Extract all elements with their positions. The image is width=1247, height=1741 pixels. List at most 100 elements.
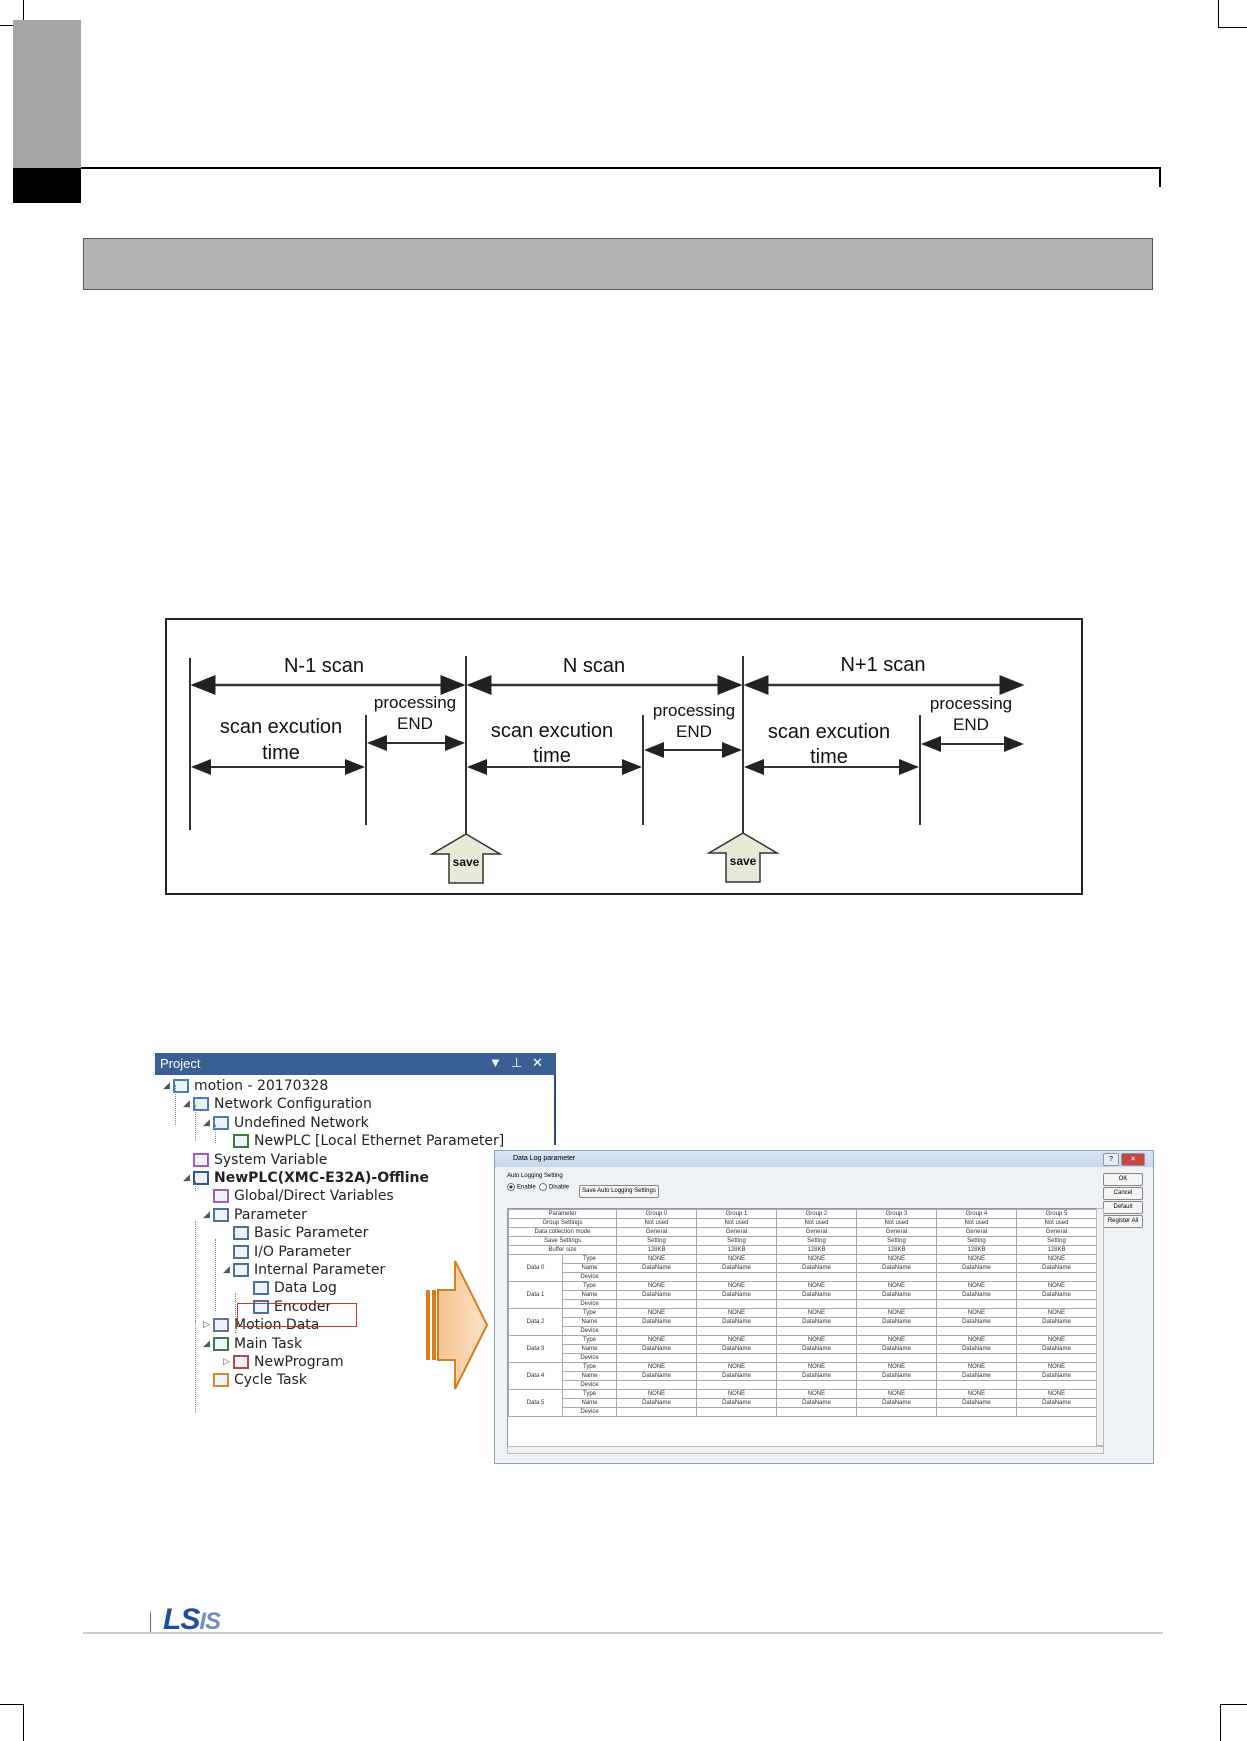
table-cell[interactable]: NONE [855, 1281, 937, 1291]
table-cell[interactable]: DataName [775, 1290, 857, 1300]
table-cell[interactable]: NONE [696, 1308, 777, 1318]
table-cell[interactable] [855, 1407, 937, 1417]
table-cell[interactable]: NONE [935, 1281, 1017, 1291]
table-cell[interactable] [696, 1272, 777, 1282]
expand-toggle-icon[interactable]: ◢ [203, 1117, 210, 1128]
table-cell[interactable] [616, 1407, 697, 1417]
table-cell[interactable]: General [855, 1227, 937, 1237]
table-cell[interactable] [855, 1353, 937, 1363]
table-cell[interactable]: NONE [1015, 1362, 1097, 1372]
table-cell[interactable]: DataName [775, 1344, 857, 1354]
table-cell[interactable]: DataName [935, 1263, 1017, 1273]
table-cell[interactable] [935, 1326, 1017, 1336]
table-cell[interactable]: DataName [775, 1317, 857, 1327]
table-cell[interactable]: Setting [935, 1236, 1017, 1246]
table-cell[interactable]: General [1015, 1227, 1097, 1237]
table-cell[interactable]: 128KB [855, 1245, 937, 1255]
table-cell[interactable]: NONE [935, 1389, 1017, 1399]
table-cell[interactable]: NONE [616, 1335, 697, 1345]
table-cell[interactable] [855, 1299, 937, 1309]
table-cell[interactable]: DataName [855, 1344, 937, 1354]
table-cell[interactable] [696, 1353, 777, 1363]
tree-item[interactable]: NewPLC [Local Ethernet Parameter] [223, 1131, 504, 1151]
table-cell[interactable]: NONE [855, 1254, 937, 1264]
vertical-scrollbar[interactable] [1096, 1208, 1104, 1446]
expand-toggle-icon[interactable]: ◢ [163, 1081, 170, 1091]
table-cell[interactable]: General [616, 1227, 697, 1237]
table-cell[interactable]: NONE [1015, 1335, 1097, 1345]
table-cell[interactable]: NONE [775, 1308, 857, 1318]
table-cell[interactable] [775, 1380, 857, 1390]
tree-item[interactable]: ◢Internal Parameter [223, 1260, 385, 1280]
table-cell[interactable]: DataName [616, 1263, 697, 1273]
table-cell[interactable]: NONE [775, 1389, 857, 1399]
table-cell[interactable]: NONE [935, 1254, 1017, 1264]
table-cell[interactable] [775, 1299, 857, 1309]
table-cell[interactable]: DataName [616, 1290, 697, 1300]
table-cell[interactable] [696, 1326, 777, 1336]
table-cell[interactable]: Not used [855, 1218, 937, 1228]
table-cell[interactable]: NONE [696, 1335, 777, 1345]
expand-toggle-icon[interactable]: ▷ [223, 1357, 230, 1367]
table-cell[interactable]: NONE [855, 1389, 937, 1399]
table-cell[interactable]: DataName [935, 1290, 1017, 1300]
table-cell[interactable] [775, 1353, 857, 1363]
table-cell[interactable] [935, 1299, 1017, 1309]
table-cell[interactable]: 128KB [1015, 1245, 1097, 1255]
table-cell[interactable]: DataName [1015, 1317, 1097, 1327]
table-cell[interactable]: NONE [775, 1281, 857, 1291]
table-cell[interactable]: DataName [696, 1263, 777, 1273]
ok-button[interactable]: OK [1103, 1173, 1143, 1186]
register-all-button[interactable]: Register All [1103, 1215, 1143, 1228]
expand-toggle-icon[interactable]: ◢ [183, 1099, 190, 1110]
table-cell[interactable]: NONE [616, 1281, 697, 1291]
table-cell[interactable]: DataName [855, 1263, 937, 1273]
table-cell[interactable]: NONE [1015, 1308, 1097, 1318]
tree-item[interactable]: ◢Network Configuration [183, 1094, 372, 1114]
table-cell[interactable]: General [935, 1227, 1017, 1237]
table-cell[interactable] [616, 1326, 697, 1336]
table-cell[interactable] [1015, 1353, 1097, 1363]
table-cell[interactable]: DataName [616, 1317, 697, 1327]
table-cell[interactable]: Setting [616, 1236, 697, 1246]
table-cell[interactable] [775, 1326, 857, 1336]
table-cell[interactable]: NONE [935, 1308, 1017, 1318]
table-cell[interactable]: NONE [616, 1254, 697, 1264]
table-cell[interactable]: NONE [616, 1362, 697, 1372]
table-cell[interactable] [616, 1353, 697, 1363]
tree-item[interactable]: I/O Parameter [223, 1242, 351, 1262]
save-auto-logging-button[interactable]: Save Auto Logging Settings [579, 1185, 659, 1198]
tree-item[interactable]: ◢Undefined Network [203, 1113, 369, 1133]
table-cell[interactable]: DataName [616, 1344, 697, 1354]
table-cell[interactable]: 128KB [616, 1245, 697, 1255]
table-cell[interactable]: DataName [696, 1290, 777, 1300]
expand-toggle-icon[interactable]: ◢ [223, 1265, 230, 1275]
table-cell[interactable]: NONE [855, 1335, 937, 1345]
table-cell[interactable]: DataName [616, 1398, 697, 1408]
table-cell[interactable] [1015, 1299, 1097, 1309]
table-cell[interactable]: NONE [775, 1335, 857, 1345]
tree-item[interactable]: ▷Motion Data [203, 1315, 319, 1335]
table-cell[interactable]: Not used [935, 1218, 1017, 1228]
table-cell[interactable]: Not used [1015, 1218, 1097, 1228]
table-cell[interactable]: Setting [696, 1236, 777, 1246]
table-cell[interactable]: NONE [935, 1335, 1017, 1345]
table-cell[interactable]: NONE [1015, 1281, 1097, 1291]
table-cell[interactable]: 128KB [775, 1245, 857, 1255]
close-icon[interactable]: ✕ [532, 1055, 543, 1070]
table-cell[interactable]: DataName [935, 1317, 1017, 1327]
table-cell[interactable]: DataName [696, 1398, 777, 1408]
enable-radio[interactable] [507, 1183, 515, 1191]
table-cell[interactable] [696, 1407, 777, 1417]
table-cell[interactable]: DataName [696, 1371, 777, 1381]
table-cell[interactable] [696, 1380, 777, 1390]
table-cell[interactable]: NONE [696, 1254, 777, 1264]
tree-item[interactable]: ◢NewPLC(XMC-E32A)-Offline [183, 1168, 429, 1188]
table-cell[interactable] [1015, 1407, 1097, 1417]
table-cell[interactable]: Setting [855, 1236, 937, 1246]
table-cell[interactable]: NONE [775, 1362, 857, 1372]
tree-item[interactable]: ▷NewProgram [223, 1352, 344, 1372]
table-cell[interactable]: NONE [1015, 1254, 1097, 1264]
table-cell[interactable] [855, 1272, 937, 1282]
cancel-button[interactable]: Cancel [1103, 1187, 1143, 1200]
